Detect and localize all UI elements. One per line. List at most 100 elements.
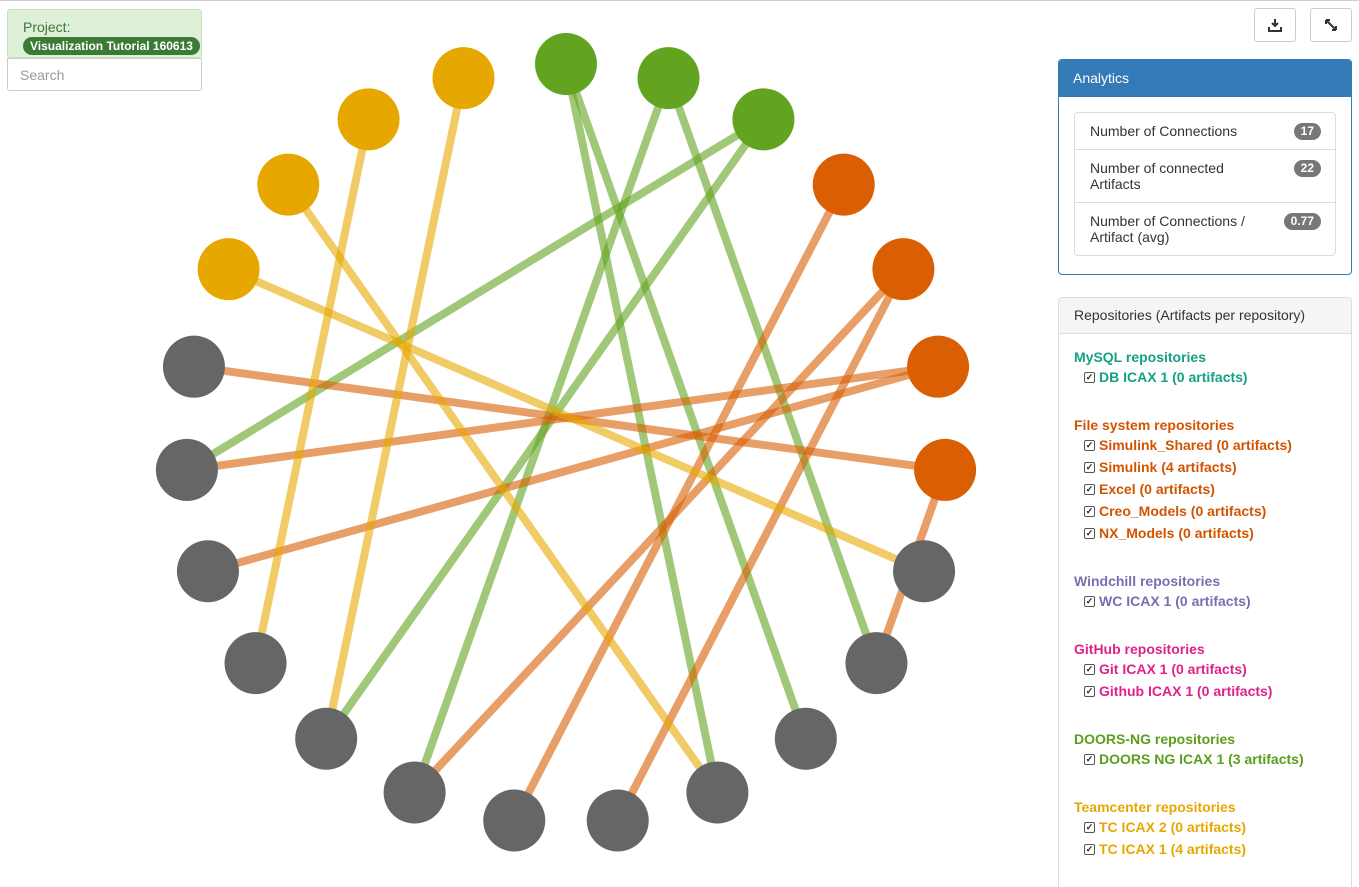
project-label: Project: bbox=[23, 19, 71, 35]
connection-edge bbox=[322, 117, 767, 742]
repo-item[interactable]: ✓ Github ICAX 1 (0 artifacts) bbox=[1074, 680, 1272, 702]
connection-edge bbox=[206, 362, 940, 576]
analytics-stat-list: Number of Connections 17 Number of conne… bbox=[1074, 112, 1336, 256]
repo-item-label: Simulink (4 artifacts) bbox=[1099, 459, 1237, 475]
stat-label: Number of Connections bbox=[1090, 123, 1238, 139]
artifact-node[interactable] bbox=[337, 88, 400, 151]
connection-edge bbox=[614, 267, 907, 823]
artifact-node[interactable] bbox=[732, 88, 795, 151]
download-button[interactable] bbox=[1254, 8, 1296, 42]
repo-item-label: Git ICAX 1 (0 artifacts) bbox=[1099, 661, 1247, 677]
artifact-node[interactable] bbox=[155, 438, 218, 501]
connection-edge bbox=[664, 76, 881, 665]
checkbox-checked-icon[interactable]: ✓ bbox=[1084, 461, 1095, 473]
repo-item[interactable]: ✓ DB ICAX 1 (0 artifacts) bbox=[1074, 366, 1248, 388]
checkbox-checked-icon[interactable]: ✓ bbox=[1084, 371, 1095, 383]
checkbox-checked-icon[interactable]: ✓ bbox=[1084, 595, 1095, 607]
artifact-node[interactable] bbox=[845, 632, 908, 695]
checkbox-checked-icon[interactable]: ✓ bbox=[1084, 843, 1095, 855]
repo-item-label: Excel (0 artifacts) bbox=[1099, 481, 1215, 497]
repo-group-teamcenter: Teamcenter repositories ✓ TC ICAX 2 (0 ar… bbox=[1074, 798, 1246, 860]
repo-group-title: GitHub repositories bbox=[1074, 641, 1205, 657]
repo-group-title: File system repositories bbox=[1074, 417, 1235, 433]
artifact-node[interactable] bbox=[224, 632, 287, 695]
repo-group-filesystem: File system repositories ✓ Simulink_Share… bbox=[1074, 416, 1292, 544]
project-badge: Project: Visualization Tutorial 160613 bbox=[7, 9, 202, 58]
repo-item[interactable]: ✓ Excel (0 artifacts) bbox=[1074, 478, 1292, 500]
artifact-node[interactable] bbox=[162, 335, 225, 398]
connection-edge bbox=[251, 118, 373, 664]
artifact-node[interactable] bbox=[812, 153, 875, 216]
checkbox-checked-icon[interactable]: ✓ bbox=[1084, 527, 1095, 539]
stat-connected-artifacts: Number of connected Artifacts 22 bbox=[1074, 149, 1336, 203]
repo-item-label: DB ICAX 1 (0 artifacts) bbox=[1099, 369, 1248, 385]
repo-item-label: NX_Models (0 artifacts) bbox=[1099, 525, 1254, 541]
node-layer bbox=[155, 33, 977, 852]
artifact-node[interactable] bbox=[637, 47, 700, 110]
artifact-node[interactable] bbox=[383, 761, 446, 824]
repo-group-title: Teamcenter repositories bbox=[1074, 799, 1236, 815]
repo-group-mysql: MySQL repositories ✓ DB ICAX 1 (0 artifac… bbox=[1074, 348, 1248, 388]
stat-badge: 17 bbox=[1293, 123, 1321, 140]
artifact-node[interactable] bbox=[686, 761, 749, 824]
artifact-node[interactable] bbox=[432, 47, 495, 110]
stat-badge: 0.77 bbox=[1283, 213, 1321, 230]
repo-item-label: WC ICAX 1 (0 artifacts) bbox=[1099, 593, 1251, 609]
stat-badge: 22 bbox=[1293, 160, 1321, 177]
repo-item[interactable]: ✓ NX_Models (0 artifacts) bbox=[1074, 522, 1292, 544]
edge-layer bbox=[184, 62, 949, 823]
analytics-panel: Analytics Number of Connections 17 Numbe… bbox=[1058, 59, 1352, 275]
repo-group-windchill: Windchill repositories ✓WC ICAX 1 (0 art… bbox=[1074, 572, 1251, 612]
repo-item[interactable]: ✓DOORS NG ICAX 1 (3 artifacts) bbox=[1074, 748, 1304, 770]
repo-group-doors-ng: DOORS-NG repositories ✓DOORS NG ICAX 1 (… bbox=[1074, 730, 1304, 770]
download-icon bbox=[1268, 19, 1282, 32]
repo-group-github: GitHub repositories ✓ Git ICAX 1 (0 artif… bbox=[1074, 640, 1272, 702]
repo-group-title: MySQL repositories bbox=[1074, 349, 1207, 365]
repo-item-label: TC ICAX 2 (0 artifacts) bbox=[1099, 819, 1247, 835]
checkbox-checked-icon[interactable]: ✓ bbox=[1084, 439, 1095, 451]
repo-item[interactable]: ✓ Simulink_Shared (0 artifacts) bbox=[1074, 434, 1292, 456]
repo-item-label: Simulink_Shared (0 artifacts) bbox=[1099, 437, 1292, 453]
repo-group-title: DOORS-NG repositories bbox=[1074, 731, 1236, 747]
artifact-node[interactable] bbox=[774, 707, 837, 770]
artifact-node[interactable] bbox=[893, 540, 956, 603]
artifact-node[interactable] bbox=[907, 335, 970, 398]
repo-item[interactable]: ✓ Git ICAX 1 (0 artifacts) bbox=[1074, 658, 1272, 680]
repo-item[interactable]: ✓ Simulink (4 artifacts) bbox=[1074, 456, 1292, 478]
artifact-node[interactable] bbox=[586, 789, 649, 852]
repo-item-label: Github ICAX 1 (0 artifacts) bbox=[1099, 683, 1273, 699]
checkbox-checked-icon[interactable]: ✓ bbox=[1084, 505, 1095, 517]
checkbox-checked-icon[interactable]: ✓ bbox=[1084, 685, 1095, 697]
checkbox-checked-icon[interactable]: ✓ bbox=[1084, 663, 1095, 675]
artifact-node[interactable] bbox=[872, 238, 935, 301]
connection-edge bbox=[322, 77, 468, 740]
stat-label: Number of Connections / Artifact (avg) bbox=[1090, 213, 1245, 245]
artifact-node[interactable] bbox=[295, 707, 358, 770]
artifact-node[interactable] bbox=[176, 540, 239, 603]
connection-edge bbox=[227, 265, 926, 575]
connection-edge bbox=[510, 182, 848, 823]
repo-item-label: TC ICAX 1 (4 artifacts) bbox=[1099, 841, 1247, 857]
repositories-panel: Repositories (Artifacts per repository) … bbox=[1058, 297, 1352, 887]
repo-item[interactable]: ✓ Creo_Models (0 artifacts) bbox=[1074, 500, 1292, 522]
repo-item-label: Creo_Models (0 artifacts) bbox=[1099, 503, 1267, 519]
artifact-node[interactable] bbox=[197, 238, 260, 301]
repo-item[interactable]: ✓ TC ICAX 1 (4 artifacts) bbox=[1074, 838, 1246, 860]
repositories-title: Repositories (Artifacts per repository) bbox=[1059, 298, 1351, 334]
analytics-title: Analytics bbox=[1059, 60, 1351, 97]
artifact-node[interactable] bbox=[914, 438, 977, 501]
search-input[interactable] bbox=[7, 58, 202, 91]
artifact-node[interactable] bbox=[257, 153, 320, 216]
connection-edge bbox=[411, 266, 907, 796]
checkbox-checked-icon[interactable]: ✓ bbox=[1084, 821, 1095, 833]
stat-label: Number of connected Artifacts bbox=[1090, 160, 1224, 192]
checkbox-checked-icon[interactable]: ✓ bbox=[1084, 483, 1095, 495]
artifact-node[interactable] bbox=[483, 789, 546, 852]
connection-edge bbox=[184, 115, 766, 474]
artifact-node[interactable] bbox=[535, 33, 597, 95]
fullscreen-button[interactable] bbox=[1310, 8, 1352, 42]
checkbox-checked-icon[interactable]: ✓ bbox=[1084, 753, 1095, 765]
expand-icon bbox=[1325, 19, 1337, 31]
repo-item[interactable]: ✓ TC ICAX 2 (0 artifacts) bbox=[1074, 816, 1246, 838]
repo-item[interactable]: ✓ WC ICAX 1 (0 artifacts) bbox=[1074, 590, 1251, 612]
